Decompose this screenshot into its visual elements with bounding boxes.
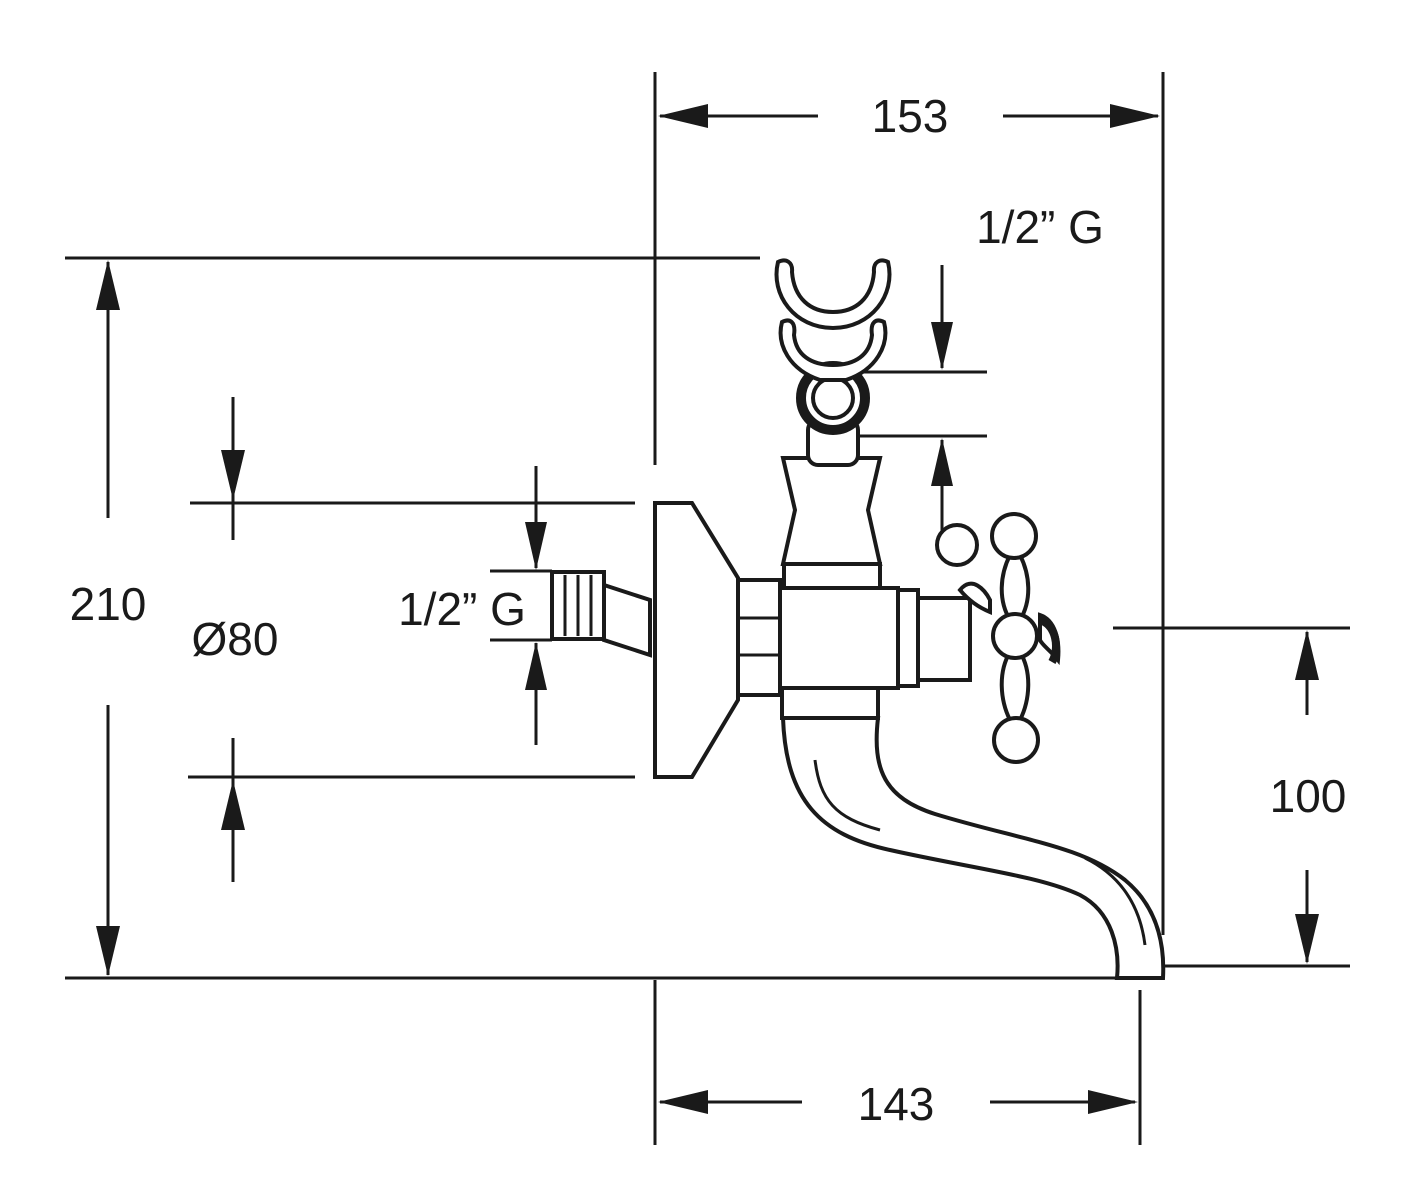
upper-column <box>780 456 883 566</box>
shower-holder-upper <box>774 258 892 331</box>
arrow-up-icon <box>1295 630 1319 680</box>
body-ring <box>896 588 920 688</box>
dimension-bottom-width: 143 <box>658 1078 1138 1130</box>
arrow-down-icon <box>96 926 120 976</box>
dim-label-top-thread: 1/2” G <box>976 201 1104 253</box>
extension-lines <box>65 72 1350 1145</box>
arrow-left-icon <box>658 1090 708 1114</box>
dimension-top-thread: 1/2” G <box>931 201 1104 545</box>
dimension-flange-diameter: Ø80 <box>192 397 279 882</box>
dimension-total-height: 210 <box>70 260 147 976</box>
arrow-up-icon <box>96 260 120 310</box>
arrow-down-icon <box>931 322 953 370</box>
cross-handle[interactable] <box>935 512 1061 764</box>
dimension-inlet-thread: 1/2” G <box>398 466 547 745</box>
handle-hub <box>991 612 1039 660</box>
dim-label-total-height: 210 <box>70 578 147 630</box>
hex-nut <box>736 578 782 697</box>
faucet-illustration <box>550 258 1166 980</box>
arrow-down-icon <box>525 522 547 570</box>
shower-holder-lower <box>778 318 888 382</box>
collar-upper <box>782 562 882 590</box>
arrow-up-icon <box>525 642 547 690</box>
arrow-up-icon <box>221 780 245 830</box>
dim-label-top-width: 153 <box>872 90 949 142</box>
valve-body <box>778 586 900 690</box>
arrow-right-icon <box>1088 1090 1138 1114</box>
arrow-up-icon <box>931 438 953 486</box>
collar-lower <box>780 686 880 720</box>
body-cap <box>916 596 972 682</box>
dimension-spout-height: 100 <box>1270 630 1347 964</box>
dimension-top-width: 153 <box>658 90 1160 142</box>
arrow-left-icon <box>658 104 708 128</box>
dim-label-spout-height: 100 <box>1270 770 1347 822</box>
wall-flange <box>653 501 740 779</box>
inlet-elbow <box>602 582 652 658</box>
dim-label-inlet-thread: 1/2” G <box>398 583 526 635</box>
dim-label-flange-diameter: Ø80 <box>192 613 279 665</box>
spout <box>780 716 1166 980</box>
arrow-down-icon <box>1295 914 1319 964</box>
arrow-right-icon <box>1110 104 1160 128</box>
dim-label-bottom-width: 143 <box>858 1078 935 1130</box>
arrow-down-icon <box>221 450 245 500</box>
